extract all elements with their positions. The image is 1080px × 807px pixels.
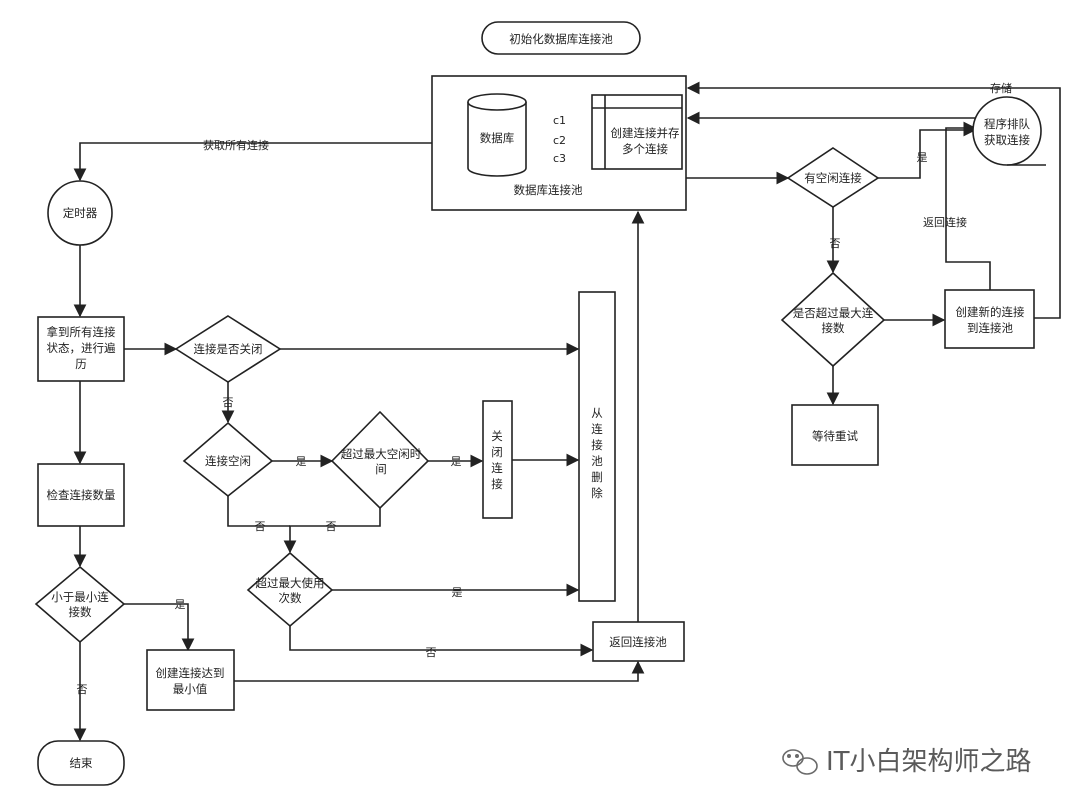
- label-idle-yes: 是: [296, 455, 307, 468]
- is-closed-label: 连接是否关闭: [194, 342, 263, 356]
- exceed-idle-time-line1: 超过最大空闲时: [341, 447, 422, 461]
- queue-node: 程序排队 获取连接: [972, 96, 1046, 166]
- watermark: IT小白架构师之路: [782, 747, 1032, 777]
- label-max-use-yes: 是: [452, 586, 463, 599]
- database-node: 数据库: [467, 93, 527, 177]
- create-store-line2: 多个连接: [622, 142, 668, 156]
- create-to-min-line1: 创建连接达到: [156, 666, 225, 680]
- pool-label: 数据库连接池: [514, 183, 583, 197]
- close-conn-node: 关 闭 连 接: [482, 400, 513, 519]
- title-node: 初始化数据库连接池: [481, 21, 641, 55]
- create-to-min-line2: 最小值: [173, 682, 208, 696]
- exceed-max-use-line1: 超过最大使用: [256, 576, 325, 590]
- remove-char3: 接: [591, 438, 603, 452]
- close-conn-char3: 连: [491, 461, 503, 475]
- exceed-idle-time-node: 超过最大空闲时 间: [330, 410, 430, 510]
- label-max-use-no: 否: [426, 646, 437, 659]
- label-less-no: 否: [77, 683, 88, 696]
- wait-retry-label: 等待重试: [812, 429, 858, 443]
- less-than-min-node: 小于最小连 接数: [34, 565, 126, 644]
- wait-retry-node: 等待重试: [791, 404, 879, 466]
- label-idle-time-no: 否: [326, 520, 337, 533]
- remove-char4: 池: [591, 454, 603, 468]
- remove-char5: 删: [591, 470, 603, 484]
- get-status-node: 拿到所有连接 状态，进行遍 历: [37, 316, 125, 382]
- exceed-idle-time-line2: 间: [375, 462, 387, 476]
- title-label: 初始化数据库连接池: [509, 32, 613, 46]
- create-store-line1: 创建连接并存: [611, 126, 680, 140]
- remove-from-pool-node: 从 连 接 池 删 除: [578, 291, 616, 602]
- c2-label: c2: [553, 134, 566, 147]
- get-status-line3: 历: [75, 357, 87, 371]
- has-idle-label: 有空闲连接: [804, 171, 862, 185]
- close-conn-char2: 闭: [491, 445, 503, 459]
- timer-label: 定时器: [63, 206, 98, 220]
- create-new-line1: 创建新的连接: [956, 305, 1025, 319]
- return-pool-label: 返回连接池: [609, 635, 667, 649]
- edge-idle-no: [227, 496, 290, 527]
- label-idle-time-yes: 是: [451, 455, 462, 468]
- c3-label: c3: [553, 152, 566, 165]
- create-new-line2: 到连接池: [967, 321, 1013, 335]
- exceed-max-conn-node: 是否超过最大连 接数: [780, 271, 886, 368]
- close-conn-char4: 接: [491, 477, 503, 491]
- close-conn-char1: 关: [491, 429, 503, 443]
- label-get-all: 获取所有连接: [203, 138, 269, 152]
- queue-line1: 程序排队: [984, 117, 1030, 131]
- create-new-node: 创建新的连接 到连接池: [944, 289, 1035, 349]
- get-status-line1: 拿到所有连接: [47, 325, 116, 339]
- queue-line2: 获取连接: [984, 133, 1030, 147]
- exceed-max-use-line2: 次数: [279, 591, 302, 605]
- wechat-icon: [782, 749, 818, 775]
- edge-pool-to-timer: [73, 142, 432, 182]
- has-idle-node: 有空闲连接: [786, 147, 880, 208]
- remove-char1: 从: [591, 406, 603, 420]
- is-idle-label: 连接空闲: [205, 454, 251, 468]
- return-pool-node: 返回连接池: [592, 621, 685, 662]
- less-than-min-line2: 接数: [69, 605, 92, 619]
- edge-labels: 获取所有连接 存储 是 返回连接 否 否 是 是 否 否 是 否 是 否: [77, 81, 1013, 696]
- remove-char6: 除: [591, 486, 603, 500]
- database-label: 数据库: [480, 131, 515, 145]
- label-return-conn: 返回连接: [923, 216, 967, 229]
- edge-max-use-no: [289, 626, 594, 657]
- is-closed-node: 连接是否关闭: [174, 315, 282, 383]
- timer-node: 定时器: [47, 180, 113, 246]
- check-count-node: 检查连接数量: [37, 463, 125, 527]
- end-label: 结束: [70, 756, 93, 770]
- exceed-max-conn-line1: 是否超过最大连: [793, 306, 874, 320]
- edge-has-idle-yes: [878, 123, 977, 179]
- is-idle-node: 连接空闲: [182, 421, 274, 498]
- get-status-line2: 状态，进行遍: [47, 341, 116, 355]
- create-store-node: 创建连接并存 多个连接: [591, 94, 683, 170]
- label-has-idle-no: 否: [830, 237, 841, 250]
- edges: [73, 81, 1061, 742]
- end-node: 结束: [37, 740, 125, 786]
- label-less-yes: 是: [175, 598, 186, 611]
- create-to-min-node: 创建连接达到 最小值: [146, 649, 235, 711]
- remove-char2: 连: [591, 422, 603, 436]
- c1-label: c1: [553, 114, 566, 127]
- exceed-max-use-node: 超过最大使用 次数: [246, 551, 334, 628]
- check-count-label: 检查连接数量: [47, 488, 116, 502]
- label-closed-no: 否: [223, 396, 234, 409]
- edge-idle-time-no: [283, 508, 381, 554]
- exceed-max-conn-line2: 接数: [822, 321, 845, 335]
- label-store: 存储: [990, 81, 1012, 95]
- edge-create-min-to-return: [234, 660, 645, 682]
- edge-less-yes: [124, 603, 195, 652]
- label-has-idle-yes: 是: [917, 151, 928, 164]
- edge-create-new-to-queue: [945, 121, 991, 290]
- label-idle-no: 否: [255, 520, 266, 533]
- less-than-min-line1: 小于最小连: [51, 590, 109, 604]
- watermark-text: IT小白架构师之路: [826, 747, 1032, 777]
- edge-create-new-to-pool: [686, 81, 1061, 319]
